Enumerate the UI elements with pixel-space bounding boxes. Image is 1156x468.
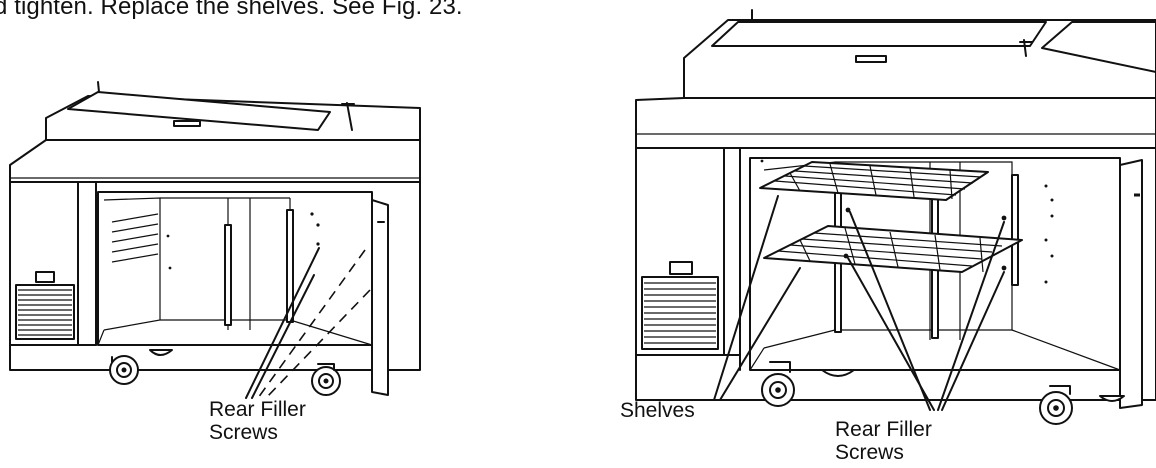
- right-control-panel: [669, 261, 693, 275]
- left-lid-hinge: [97, 81, 100, 93]
- left-rear-panels: [111, 198, 294, 330]
- right-prep-table: [635, 9, 1156, 425]
- left-door: [371, 199, 389, 396]
- left-grille: [15, 284, 75, 340]
- left-lid-cover: [67, 91, 331, 131]
- right-cabinet: [635, 147, 1156, 401]
- left-prep-table: [9, 81, 421, 399]
- left-lid-handle: [173, 120, 201, 127]
- right-lid-handle: [855, 55, 887, 63]
- right-lower-shelf-wires: [777, 227, 1003, 273]
- instruction-text: d tighten. Replace the shelves. See Fig.…: [0, 0, 463, 20]
- right-upper-shelf: [759, 161, 989, 201]
- right-lower-shelf: [763, 225, 1023, 273]
- left-label-line-1: Rear Filler: [209, 398, 306, 421]
- right-grille-slats: [644, 282, 716, 344]
- left-control-panel: [35, 271, 55, 283]
- right-door: [1119, 159, 1143, 409]
- left-callout-leaders: [245, 247, 371, 399]
- left-rear-filler-screws-label: Rear Filler Screws: [209, 398, 306, 444]
- right-rear-filler-screws-label: Rear Filler Screws: [835, 418, 932, 464]
- right-label-line-1: Rear Filler: [835, 418, 932, 441]
- shelves-label: Shelves: [620, 399, 695, 422]
- left-cabinet: [9, 181, 421, 371]
- right-counter: [635, 97, 1156, 149]
- right-lid-hinge: [751, 9, 1033, 57]
- right-lid-cover: [711, 21, 1047, 47]
- left-screw-holes: [166, 212, 320, 270]
- right-casters: [761, 361, 1125, 425]
- left-lid-hinge-right: [341, 102, 355, 131]
- right-callout-leaders: [847, 211, 1005, 411]
- left-label-line-2: Screws: [209, 421, 278, 444]
- right-upper-shelf-wires: [774, 163, 982, 200]
- right-label-line-2: Screws: [835, 441, 904, 464]
- right-screw-holes: [760, 159, 1054, 284]
- shelves-leaders: [713, 195, 801, 401]
- left-shelf-standard-1: [224, 224, 232, 326]
- left-casters: [109, 349, 341, 396]
- left-counter: [9, 139, 421, 183]
- left-grille-slats: [18, 289, 72, 336]
